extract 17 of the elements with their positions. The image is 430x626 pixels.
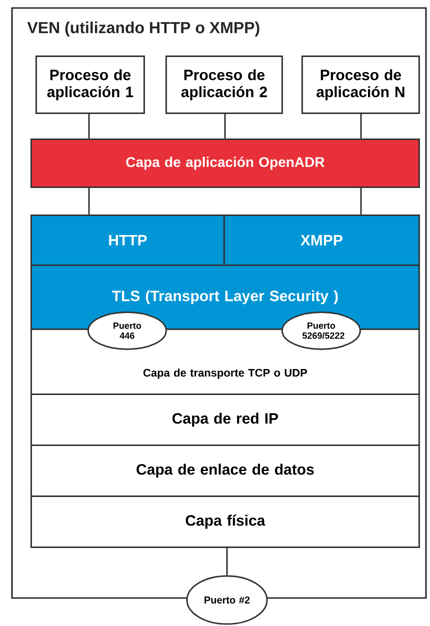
layer-box: Capa de aplicación OpenADR — [30, 138, 420, 188]
connector-line — [224, 114, 226, 138]
connector-line — [88, 114, 90, 138]
protocol-box: HTTP — [30, 214, 225, 266]
layer-box: Capa de red IP — [30, 393, 420, 446]
process-box: Proceso de aplicación N — [301, 55, 420, 114]
layer-box: Capa física — [30, 495, 420, 548]
node-label: Puerto #2 — [204, 596, 250, 604]
title: VEN (utilizando HTTP o XMPP) — [27, 22, 260, 36]
connector-line — [88, 188, 90, 214]
process-box: Proceso de aplicación 2 — [165, 55, 283, 114]
protocol-box: XMPP — [223, 214, 420, 266]
process-box: Proceso de aplicación 1 — [35, 55, 145, 114]
connector-line — [360, 188, 362, 214]
layer-box: Capa de enlace de datos — [30, 444, 420, 497]
connector-line — [360, 114, 362, 138]
connector-line — [226, 548, 228, 576]
